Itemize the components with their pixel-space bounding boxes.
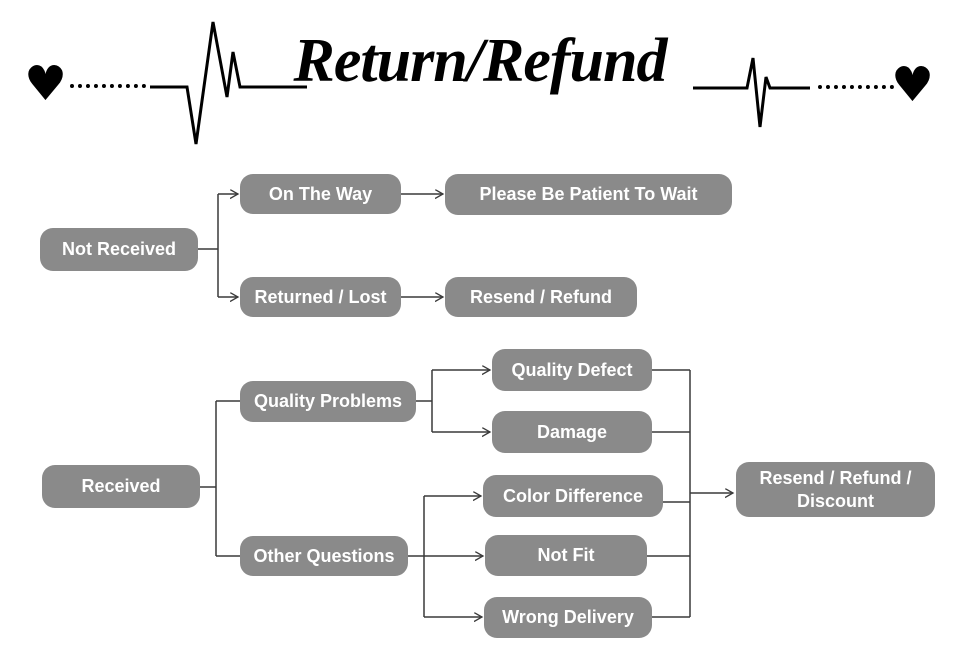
heartbeat-line-icon: [150, 21, 810, 145]
node-returned-lost: Returned / Lost: [240, 277, 401, 317]
node-resend-refund: Resend / Refund: [445, 277, 637, 317]
node-please-be-patient: Please Be Patient To Wait: [445, 174, 732, 215]
node-damage: Damage: [492, 411, 652, 453]
node-resend-refund-discount: Resend / Refund / Discount: [736, 462, 935, 517]
node-quality-problems: Quality Problems: [240, 381, 416, 422]
dotted-line: [818, 85, 894, 89]
node-on-the-way: On The Way: [240, 174, 401, 214]
node-received: Received: [42, 465, 200, 508]
node-color-difference: Color Difference: [483, 475, 663, 517]
node-not-fit: Not Fit: [485, 535, 647, 576]
node-not-received: Not Received: [40, 228, 198, 271]
heart-icon: ♥: [24, 56, 68, 112]
node-wrong-delivery: Wrong Delivery: [484, 597, 652, 638]
node-quality-defect: Quality Defect: [492, 349, 652, 391]
dotted-line: [70, 84, 146, 88]
heart-icon: ♥: [891, 57, 935, 113]
page-title: Return/Refund: [293, 27, 668, 95]
node-other-questions: Other Questions: [240, 536, 408, 576]
